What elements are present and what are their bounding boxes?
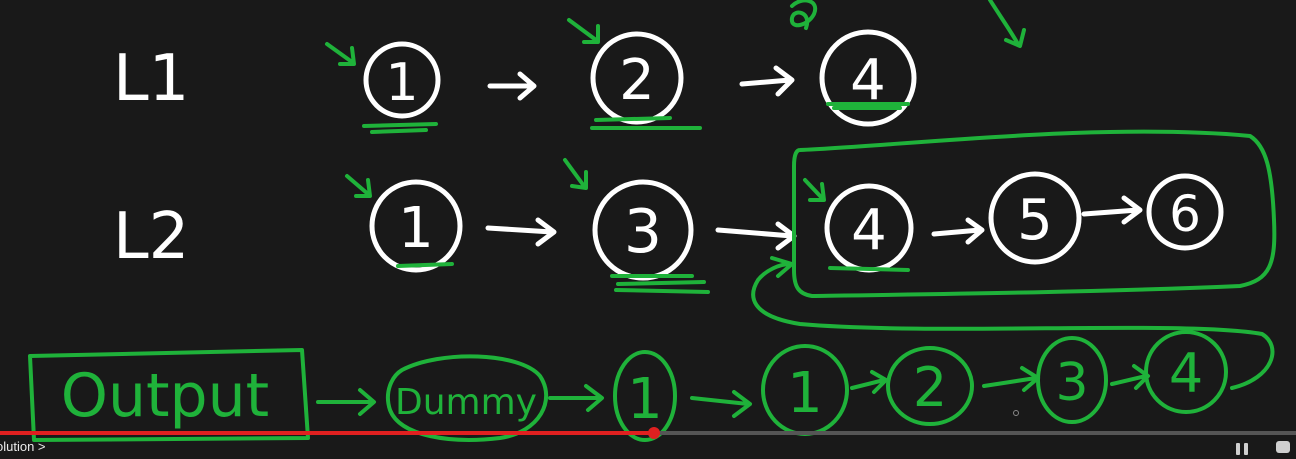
- pause-icon[interactable]: [1236, 440, 1258, 455]
- output-node: 3: [1036, 336, 1108, 424]
- scribble-marker: [789, 0, 818, 30]
- output-node-value: 2: [913, 356, 947, 419]
- output-box: [28, 348, 310, 442]
- list1-node-value: 2: [619, 48, 655, 113]
- underline-marker: [610, 274, 710, 294]
- settings-icon[interactable]: [1276, 441, 1290, 453]
- underline-marker: [362, 122, 438, 134]
- video-progress-fill: [0, 431, 654, 435]
- list1-label: L1: [113, 42, 189, 116]
- list1-node: 1: [363, 41, 441, 119]
- output-node-value: 1: [627, 367, 663, 432]
- chapter-title[interactable]: olution >: [0, 439, 46, 454]
- list2-node-value: 4: [851, 198, 887, 263]
- player-controls: olution >: [0, 436, 1296, 457]
- output-label: Output: [61, 361, 269, 431]
- output-arrow: [982, 366, 1040, 392]
- output-node: 1: [613, 350, 677, 442]
- output-arrow: [690, 390, 752, 418]
- video-progress-thumb[interactable]: [648, 427, 660, 439]
- loop-arrow: [751, 256, 1275, 390]
- list2-arrow: [1081, 195, 1143, 225]
- list2-node-value: 3: [624, 197, 662, 267]
- output-arrow: [316, 388, 376, 416]
- output-node: 2: [886, 346, 974, 426]
- list2-arrow: [931, 217, 985, 245]
- pointer-marker: [325, 42, 356, 66]
- output-node-value: 3: [1055, 353, 1088, 413]
- underline-marker: [590, 116, 702, 130]
- list1-node-value: 1: [385, 53, 418, 113]
- output-arrow: [1110, 364, 1150, 390]
- pointer-marker: [567, 18, 600, 44]
- list2-node-value: 6: [1169, 185, 1201, 243]
- list2-node: 4: [824, 183, 914, 273]
- list1-node: 2: [590, 31, 684, 125]
- output-node: 1: [761, 344, 849, 436]
- list2-arrow: [715, 221, 797, 251]
- merge-box: [792, 129, 1277, 298]
- cursor-dot: [1013, 410, 1019, 416]
- output-node-value: 1: [787, 361, 823, 426]
- list1-node: 4: [819, 29, 917, 127]
- pointer-marker: [563, 158, 588, 190]
- list2-node-value: 5: [1017, 188, 1053, 253]
- list2-node: 1: [369, 179, 463, 273]
- list2-label: L2: [113, 200, 189, 274]
- list1-arrow: [739, 65, 795, 97]
- dummy-node: Dummy: [385, 354, 549, 442]
- list2-node: 6: [1146, 173, 1224, 251]
- video-progress-bar[interactable]: [0, 427, 1296, 439]
- list2-arrow: [485, 217, 557, 247]
- output-arrow: [850, 370, 888, 394]
- list1-arrow: [487, 71, 537, 101]
- list2-node: 3: [592, 179, 694, 281]
- pointer-marker: [345, 174, 372, 198]
- list2-node-value: 1: [398, 196, 434, 261]
- pointer-marker: [988, 0, 1026, 48]
- pointer-marker: [803, 178, 826, 202]
- underline-marker: [396, 262, 454, 268]
- list2-node: 5: [988, 171, 1082, 265]
- underline-marker: [828, 266, 910, 272]
- underline-marker: [826, 102, 910, 110]
- output-node: 4: [1144, 330, 1228, 414]
- output-node-value: 4: [1169, 342, 1203, 405]
- output-arrow: [548, 384, 604, 412]
- dummy-label: Dummy: [395, 382, 537, 423]
